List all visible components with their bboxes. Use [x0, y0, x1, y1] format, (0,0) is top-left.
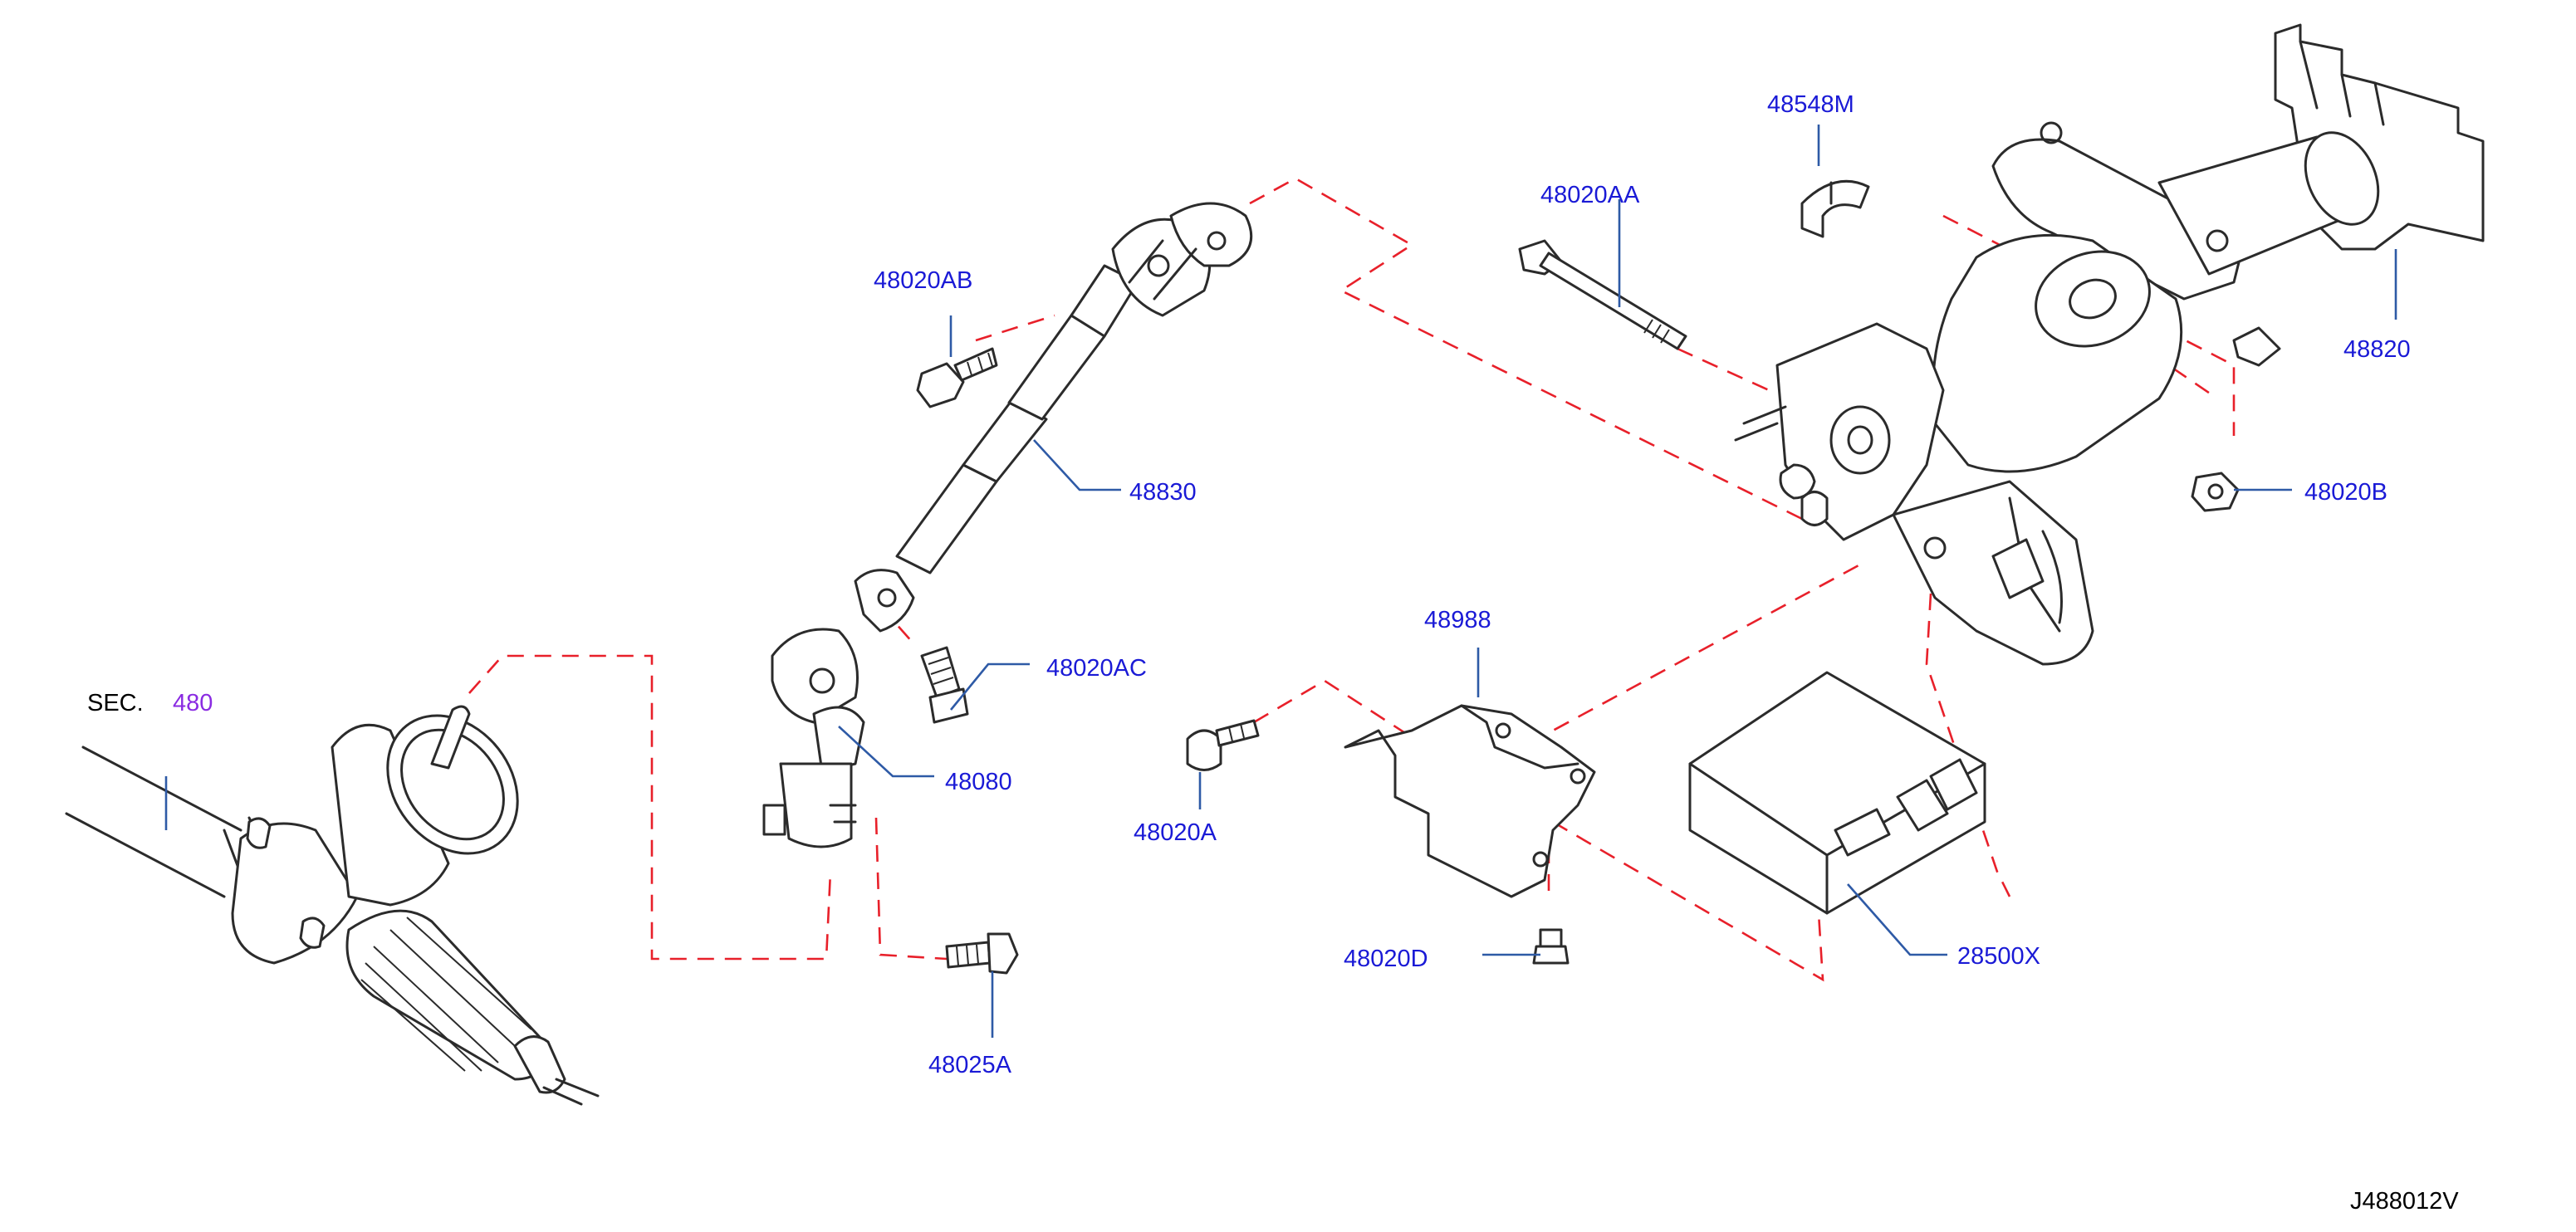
section-ref-number[interactable]: 480 — [173, 690, 213, 716]
callout-48020B[interactable]: 48020B — [2304, 479, 2387, 506]
callout-28500X[interactable]: 28500X — [1957, 943, 2040, 970]
labels: 48548M 48020AA 48020AB 48820 48830 48020… — [87, 91, 2459, 1215]
lower-joint-48080 — [762, 569, 915, 848]
control-unit-28500X — [1688, 671, 1986, 915]
diagram-code: J488012V — [2350, 1188, 2459, 1215]
callout-48020D[interactable]: 48020D — [1344, 946, 1428, 972]
callout-48080[interactable]: 48080 — [945, 769, 1012, 795]
callout-48020AA[interactable]: 48020AA — [1540, 182, 1640, 208]
bracket-48988 — [1344, 704, 1596, 898]
callout-48020A[interactable]: 48020A — [1134, 819, 1217, 846]
callout-48020AB[interactable]: 48020AB — [874, 267, 972, 294]
callout-48025A[interactable]: 48025A — [928, 1052, 1012, 1078]
section-ref-prefix: SEC. — [87, 690, 144, 716]
screw-48020D — [1532, 928, 1570, 965]
bolt-48020AA — [1518, 239, 1687, 350]
bolt-48020AC — [920, 646, 969, 724]
nut-48020B — [2191, 472, 2240, 512]
callout-48988[interactable]: 48988 — [1424, 607, 1491, 633]
callout-48820[interactable]: 48820 — [2343, 336, 2411, 363]
steering-column-48820 — [1734, 23, 2485, 666]
bolt-48025A — [945, 932, 1019, 975]
callout-48830[interactable]: 48830 — [1129, 479, 1197, 506]
callout-48548M[interactable]: 48548M — [1767, 91, 1854, 118]
steering-rack — [65, 705, 600, 1106]
callout-48020AC[interactable]: 48020AC — [1046, 655, 1147, 682]
upper-shaft-48830 — [895, 202, 1253, 574]
bolt-48020AB — [916, 347, 998, 408]
bolt-48020A — [1186, 719, 1260, 771]
leader-lines — [164, 125, 2397, 1038]
clip-48548M — [1800, 179, 1870, 238]
